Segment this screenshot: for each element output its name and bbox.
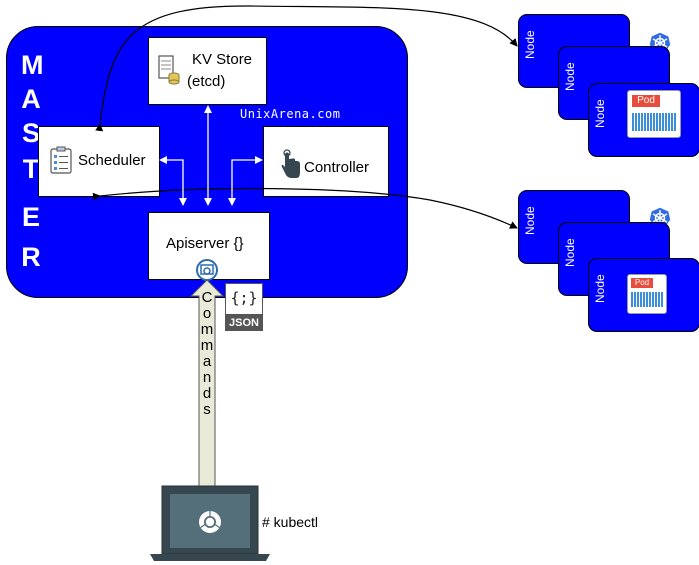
controller-label: Controller bbox=[304, 159, 370, 176]
commands-letter: m bbox=[200, 337, 214, 354]
pod-barcode bbox=[631, 292, 663, 307]
controller-apiserver-link bbox=[228, 156, 263, 206]
checklist-icon bbox=[50, 146, 72, 174]
pod-label: Pod bbox=[631, 278, 653, 288]
master-letter-e: E bbox=[21, 202, 40, 232]
scheduler-node1-link bbox=[95, 5, 518, 132]
commands-arrow bbox=[189, 279, 225, 489]
apiserver-label: Apiserver {} bbox=[166, 235, 244, 252]
commands-letter: C bbox=[201, 289, 213, 306]
commands-label: C o m m a n d s bbox=[197, 290, 217, 418]
pod-icon: Pod bbox=[627, 90, 681, 138]
controller-box[interactable]: Controller bbox=[263, 126, 389, 197]
chrome-icon bbox=[199, 511, 221, 533]
node-card[interactable]: Node bbox=[588, 258, 699, 332]
commands-letter: o bbox=[202, 305, 212, 322]
kubectl-label: # kubectl bbox=[262, 514, 319, 530]
laptop-base bbox=[150, 554, 270, 561]
json-brace-icon: {;} bbox=[225, 283, 263, 315]
commands-letter: m bbox=[200, 321, 214, 338]
scheduler-node2-link bbox=[92, 187, 518, 229]
master-letter-r: R bbox=[21, 242, 41, 272]
json-tag: JSON bbox=[225, 315, 263, 331]
pod-icon: Pod bbox=[627, 274, 667, 314]
touch-hand-icon bbox=[281, 149, 300, 178]
pod-barcode bbox=[632, 113, 676, 131]
master-letter-t: T bbox=[22, 154, 40, 184]
master-letter-a: A bbox=[21, 84, 41, 114]
commands-letter: a bbox=[202, 353, 212, 370]
scheduler-label: Scheduler bbox=[78, 152, 146, 169]
commands-letter: n bbox=[202, 369, 212, 386]
master-letter-m: M bbox=[21, 50, 44, 80]
scheduler-box[interactable]: Scheduler bbox=[38, 126, 160, 197]
commands-letter: d bbox=[202, 385, 212, 402]
pod-label: Pod bbox=[632, 95, 660, 107]
commands-letter: s bbox=[203, 401, 211, 418]
master-letter-s: S bbox=[21, 118, 40, 148]
scheduler-apiserver-link bbox=[159, 156, 187, 206]
